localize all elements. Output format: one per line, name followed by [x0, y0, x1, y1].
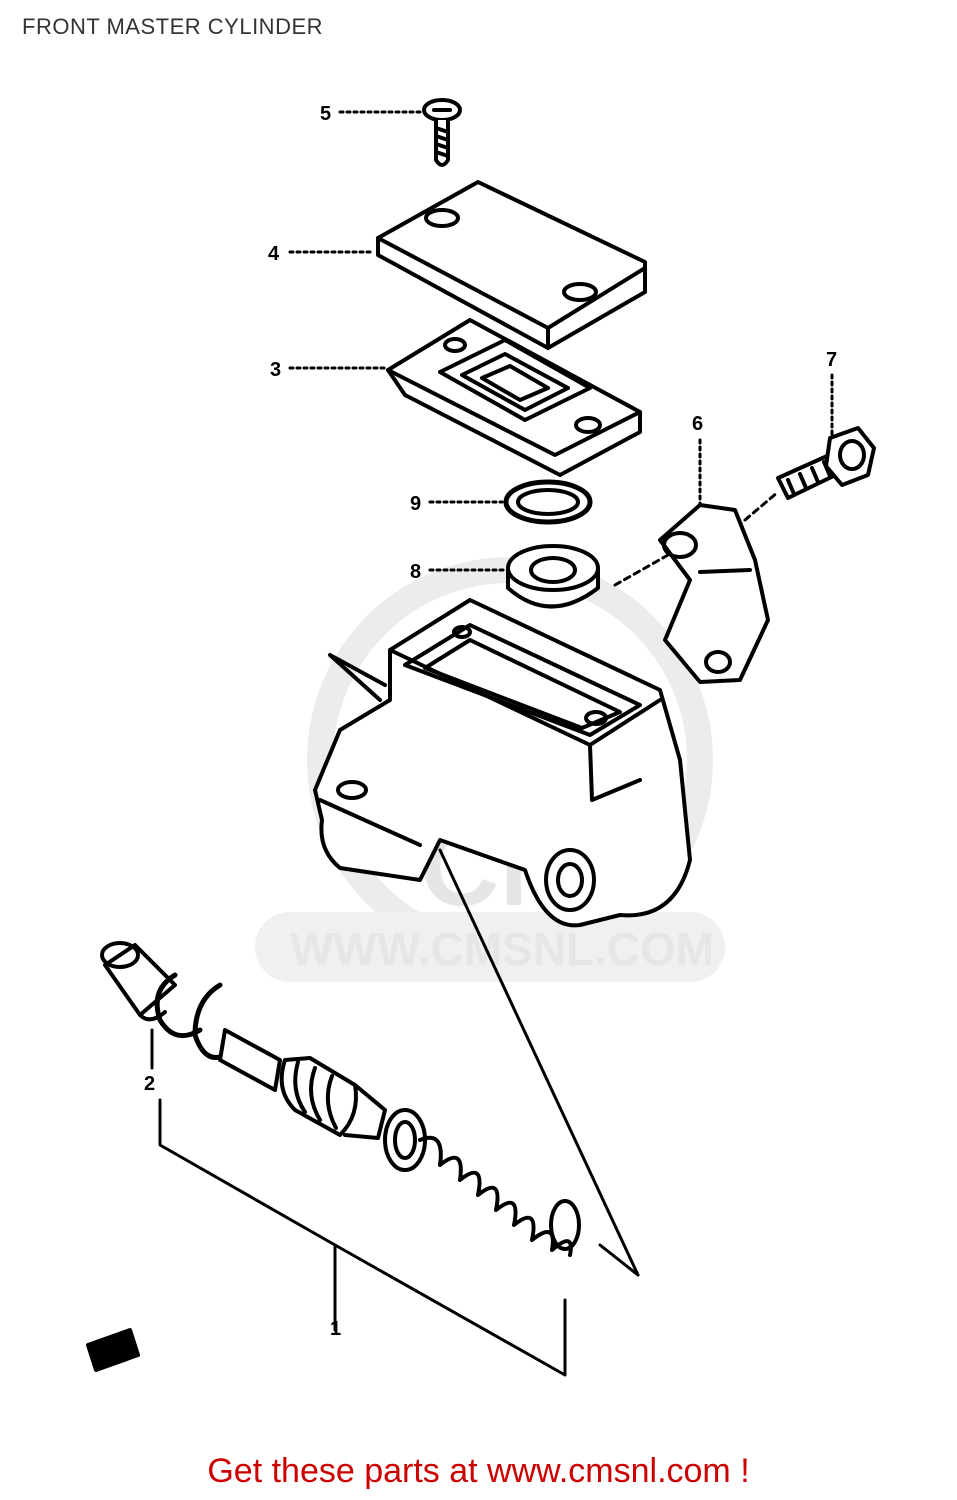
callout-2: 2 — [144, 1073, 155, 1095]
part-piston-assembly — [100, 941, 581, 1257]
part-master-cylinder-body — [313, 598, 692, 928]
callout-9: 9 — [410, 493, 421, 515]
callout-7: 7 — [826, 349, 837, 371]
callout-8: 8 — [410, 561, 421, 583]
part-clamp-6 — [658, 503, 770, 684]
parts-link[interactable]: Get these parts at www.cmsnl.com ! — [207, 1452, 750, 1490]
part-o-ring-9 — [503, 479, 593, 525]
callout-5: 5 — [320, 103, 331, 125]
part-reservoir-cap-4 — [376, 180, 647, 350]
part-bolt-7 — [776, 426, 876, 500]
callout-4: 4 — [268, 243, 280, 265]
leader-lines — [150, 110, 834, 1377]
callout-labels: 5 4 3 9 8 6 7 2 1 — [144, 103, 837, 1340]
footer: Get these parts at www.cmsnl.com ! — [0, 1452, 957, 1491]
watermark-url: WWW.CMSNL.COM — [290, 923, 714, 975]
callout-3: 3 — [270, 359, 281, 381]
part-diaphragm-3 — [386, 318, 642, 477]
callout-1: 1 — [330, 1318, 341, 1340]
callout-6: 6 — [692, 413, 703, 435]
part-bushing-8 — [506, 544, 600, 609]
stamp-mark — [86, 1328, 140, 1372]
part-screw-5 — [422, 98, 462, 167]
page-title: FRONT MASTER CYLINDER — [22, 14, 324, 39]
